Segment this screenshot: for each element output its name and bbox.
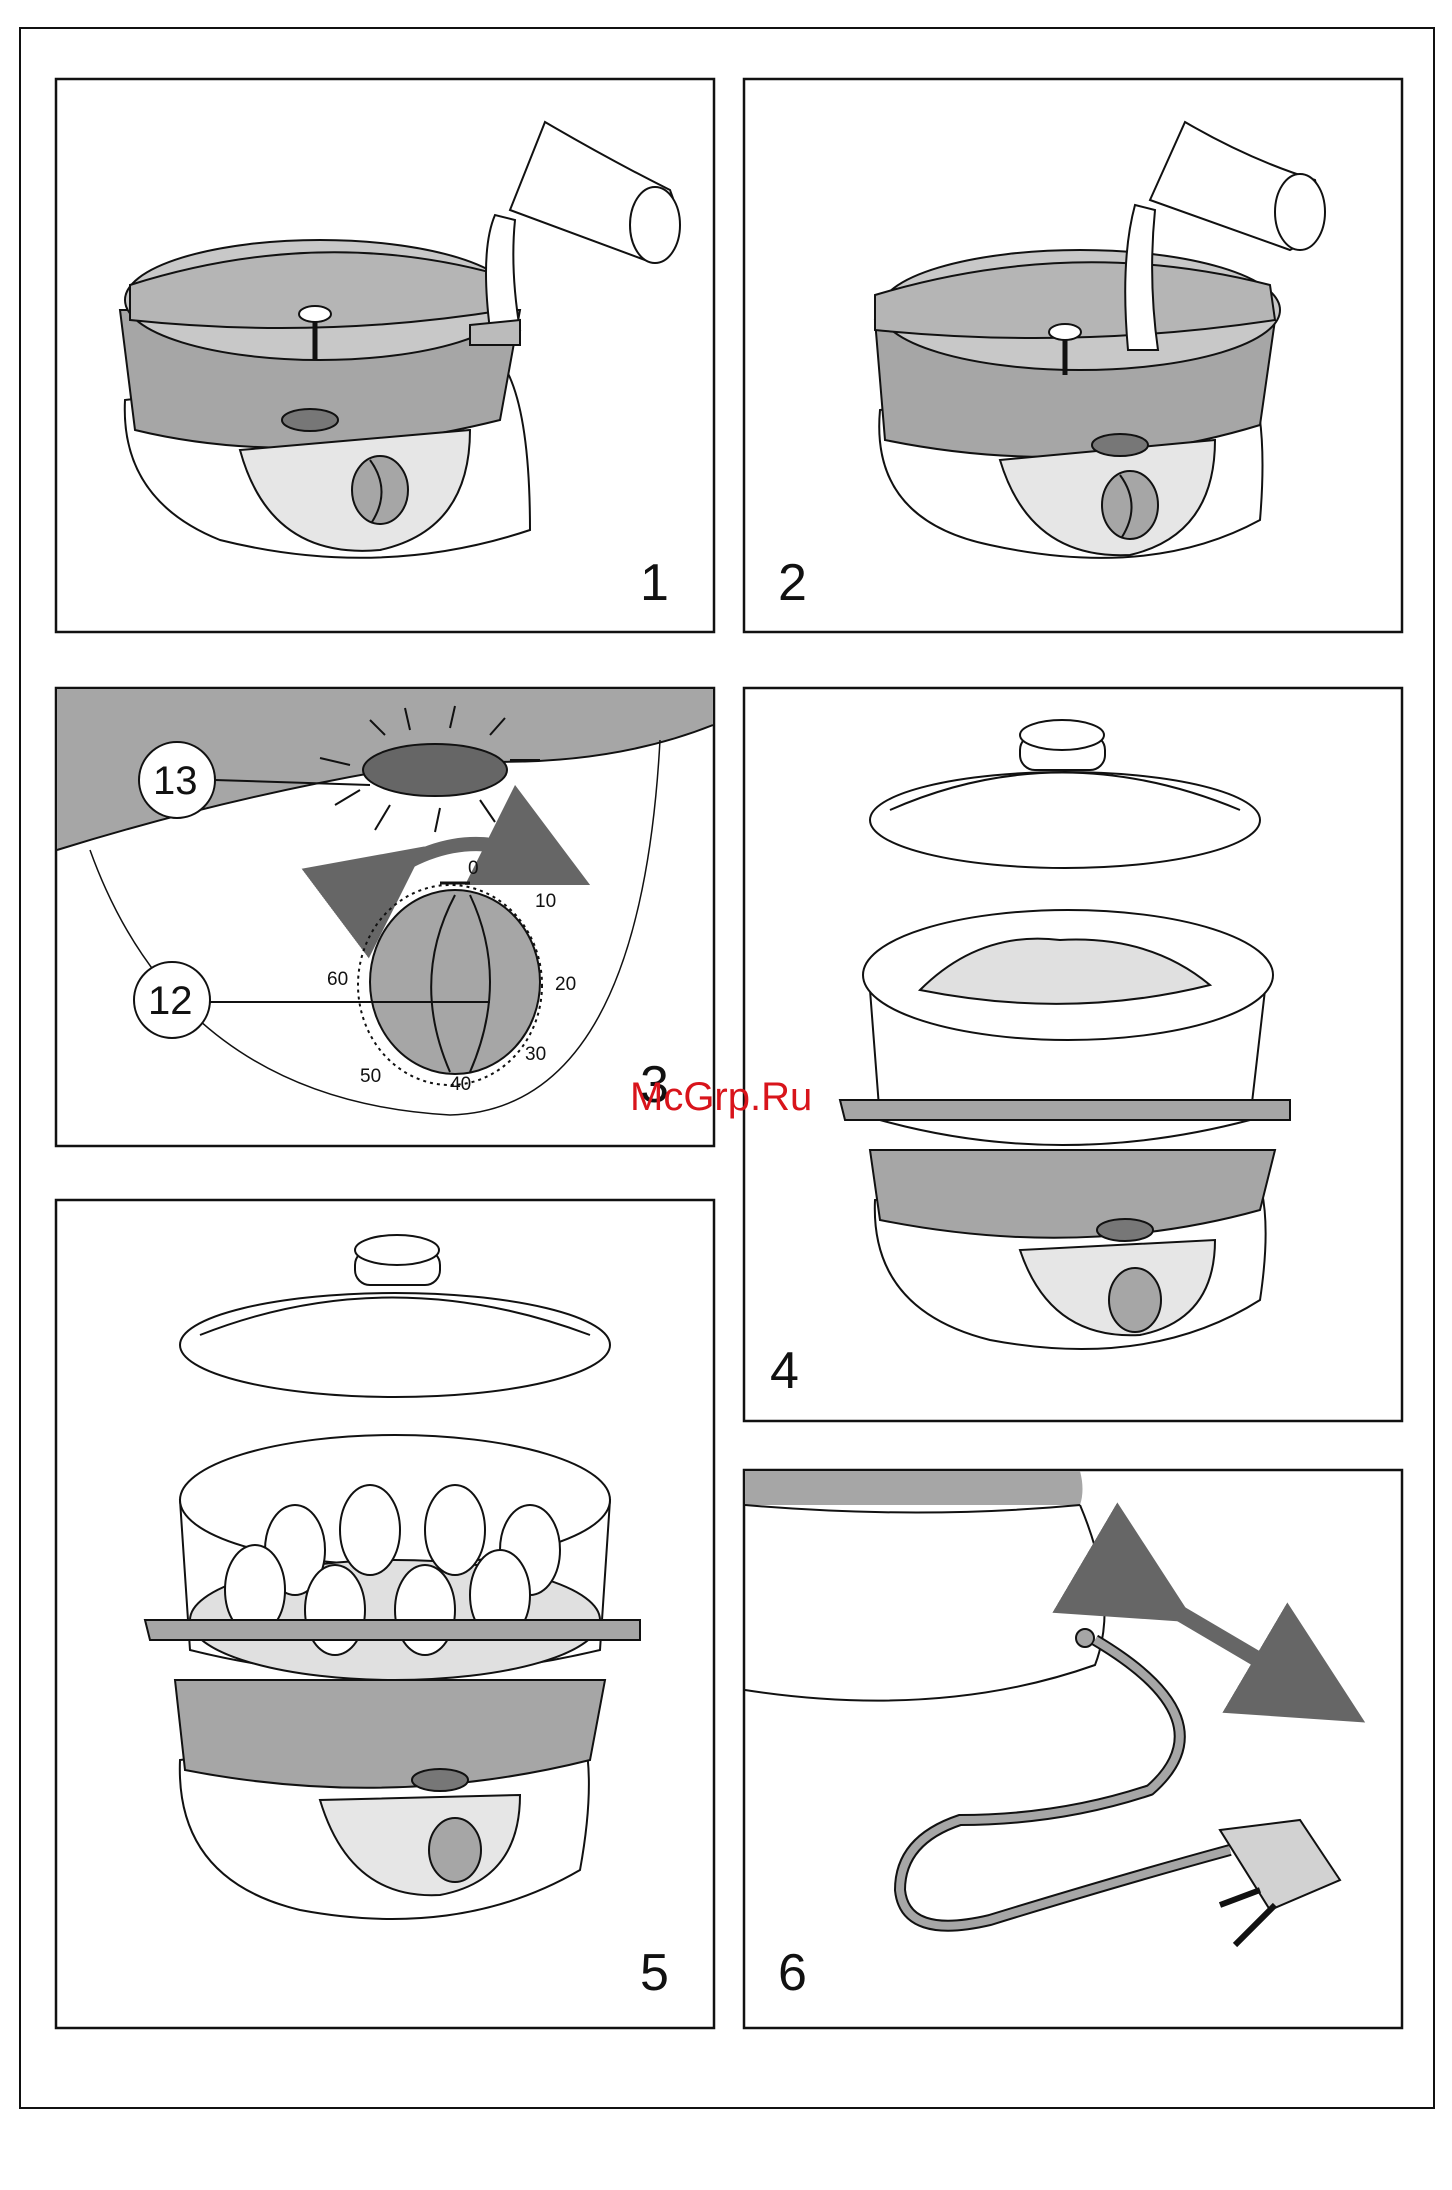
panel-2: 2 xyxy=(744,79,1402,632)
panel-number: 1 xyxy=(640,554,669,612)
steamer-bowl-rice-illustration xyxy=(840,910,1290,1145)
panel-number: 4 xyxy=(770,1342,799,1400)
steamer-bowl-eggs-illustration xyxy=(145,1435,640,1680)
panel-3: 0 10 20 30 40 50 60 13 12 3 xyxy=(56,688,714,1146)
dial-tick-label: 0 xyxy=(468,858,479,879)
panel-5: 5 xyxy=(56,1200,714,2028)
cord-socket-icon xyxy=(1076,1629,1094,1647)
panel-number: 6 xyxy=(778,1944,807,2002)
dial-tick-label: 20 xyxy=(555,974,576,995)
panel-number: 5 xyxy=(640,1944,669,2002)
callout-label: 13 xyxy=(153,759,198,803)
steamer-base-illustration xyxy=(175,1680,605,1919)
watermark-text: McGrp.Ru xyxy=(630,1075,812,1119)
panel-1: 1 xyxy=(56,79,714,632)
steamer-base-illustration xyxy=(120,240,530,558)
dial-tick-label: 60 xyxy=(327,969,348,990)
dial-tick-label: 40 xyxy=(450,1074,471,1095)
panel-number: 2 xyxy=(778,554,807,612)
timer-knob-icon xyxy=(370,890,540,1074)
indicator-light-icon xyxy=(363,744,507,796)
steamer-base-illustration xyxy=(875,250,1280,558)
dial-tick-label: 50 xyxy=(360,1066,381,1087)
dial-tick-label: 30 xyxy=(525,1044,546,1065)
panel-6: 6 xyxy=(744,1470,1402,2028)
dial-tick-label: 10 xyxy=(535,891,556,912)
callout-label: 12 xyxy=(148,979,193,1023)
panel-4: 4 xyxy=(744,688,1402,1421)
